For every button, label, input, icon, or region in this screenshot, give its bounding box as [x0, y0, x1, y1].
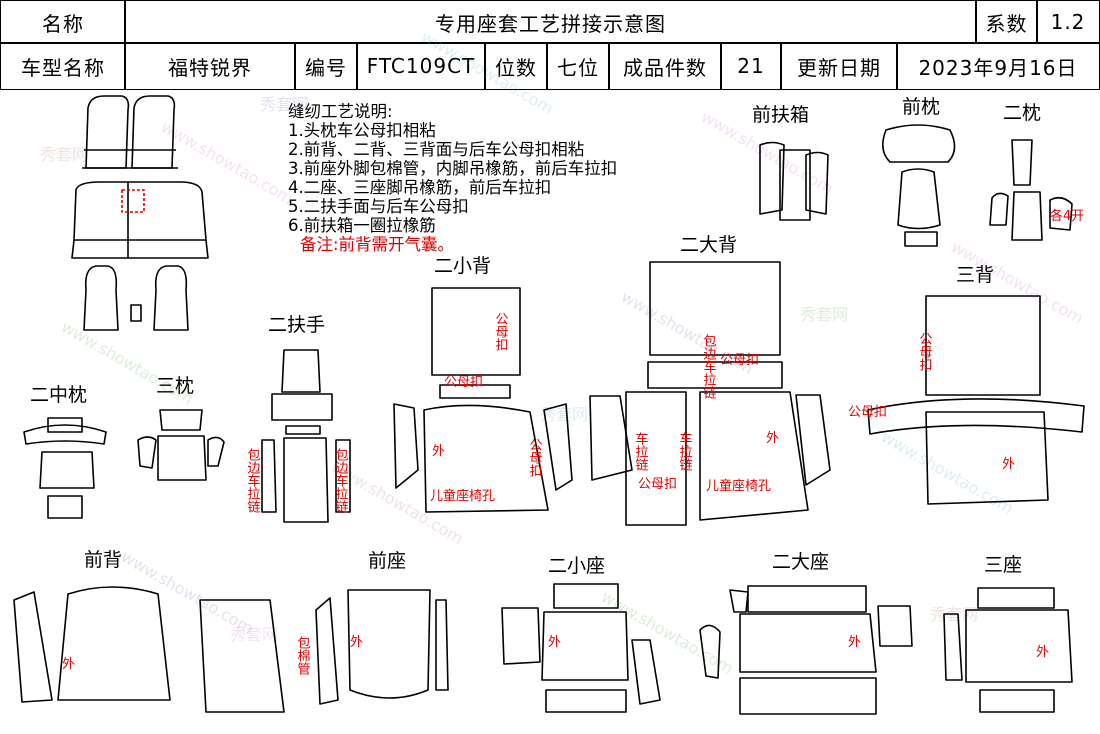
annotation-outer: 外: [1002, 457, 1015, 472]
page-title: 专用座套工艺拼接示意图: [124, 0, 977, 44]
label-third-seat: 三座: [984, 554, 1022, 576]
label-second-armrest: 二扶手: [268, 314, 325, 336]
annotation-child-seat-hole: 儿童座椅孔: [430, 488, 495, 504]
pieces-label: 成品件数: [608, 42, 722, 90]
front-headrest-pattern: 前枕: [882, 96, 956, 247]
coef-label: 系数: [975, 0, 1038, 44]
sewing-instructions: 缝纫工艺说明: 1.头枕车公母扣相粘 2.前背、二背、三背面与后车公母扣相粘 3…: [288, 102, 617, 254]
code-label: 编号: [294, 42, 358, 90]
watermark-text: 秀套网: [260, 95, 308, 114]
annotation-outer: 外: [62, 657, 75, 672]
annotation-clasp: 公母扣: [527, 438, 543, 477]
watermark-text: 秀套网: [230, 625, 278, 644]
watermark-text: www.showtao.com: [878, 427, 1017, 518]
instruction-item: 3.前座外脚包棉管，内脚吊橡筋，前后车拉扣: [288, 159, 618, 178]
watermark-text: 秀套网: [800, 305, 848, 324]
annotation-open4: 各4开: [1050, 208, 1084, 224]
annotation-outer: 外: [350, 635, 363, 650]
third-seat-pattern: 三座 外: [943, 554, 1073, 713]
watermark-text: www.showtao.com: [158, 117, 297, 208]
label-second-small-seat: 二小座: [548, 555, 605, 577]
seats-label: 位数: [484, 42, 548, 90]
annotation-wrap-cotton-pipe: 包棉管: [295, 636, 311, 676]
label-front-back: 前背: [84, 549, 122, 571]
watermark-text: 秀套网: [540, 405, 588, 424]
annotation-wrap-edge: 包边车拉链: [245, 448, 261, 514]
header-table: 名称 专用座套工艺拼接示意图 系数 1.2 车型名称 福特锐界 编号 FTC10…: [0, 0, 1100, 90]
second-armrest-pattern: 二扶手 包边车拉链 包边车拉链: [245, 314, 351, 523]
annotation-clasp: 公母扣: [848, 405, 887, 420]
annotation-clasp: 公母扣: [917, 332, 933, 371]
seat-overview: [71, 95, 209, 331]
code-value: FTC109CT: [356, 42, 486, 90]
second-small-seat-pattern: 二小座 外: [501, 555, 661, 713]
name-label: 名称: [0, 0, 126, 44]
annotation-clasp: 公母扣: [720, 353, 759, 368]
front-seat-pattern: 前座 包棉管 外: [295, 550, 449, 705]
annotation-outer: 外: [432, 444, 445, 459]
label-front-headrest: 前枕: [902, 96, 940, 118]
second-middle-headrest-pattern: 二中枕: [23, 384, 107, 519]
annotation-car-zipper: 车拉链: [677, 431, 693, 472]
instruction-item: 5.二扶手面与后车公母扣: [288, 197, 469, 216]
annotation-child-seat-hole: 儿童座椅孔: [706, 478, 771, 494]
annotation-wrap-edge: 包边车拉链: [701, 334, 717, 400]
second-big-seat-pattern: 二大座 外: [699, 551, 913, 715]
label-third-back: 三背: [956, 264, 994, 286]
annotation-outer: 外: [848, 635, 861, 650]
annotation-car-zipper: 车拉链: [633, 431, 649, 472]
annotation-clasp: 公母扣: [444, 375, 483, 390]
date-value: 2023年9月16日: [896, 42, 1100, 90]
label-third-headrest: 三枕: [156, 375, 194, 397]
second-small-back-pattern: 二小背 公母扣 公母扣 外 公母扣 儿童座椅孔: [393, 255, 573, 513]
label-front-seat: 前座: [368, 550, 406, 572]
third-back-pattern: 三背 公母扣 公母扣 外: [848, 264, 1085, 505]
model-value: 福特锐界: [124, 42, 296, 90]
label-second-big-seat: 二大座: [772, 551, 829, 573]
annotation-clasp: 公母扣: [638, 477, 677, 492]
label-front-armbox: 前扶箱: [752, 104, 809, 126]
model-label: 车型名称: [0, 42, 126, 90]
instruction-item: 6.前扶箱一圈拉橡筋: [288, 216, 436, 235]
second-big-back-pattern: 二大背 包边车拉链 公母扣 车拉链 车拉链 外 公母扣 儿童座椅孔: [589, 234, 831, 526]
instructions-title: 缝纫工艺说明:: [288, 102, 393, 121]
label-second-small-back: 二小背: [434, 255, 491, 277]
watermark-text: 秀套网: [40, 145, 88, 164]
instructions-note: 备注:前背需开气囊。: [300, 235, 455, 254]
instruction-item: 4.二座、三座脚吊橡筋，前后车拉扣: [288, 178, 552, 197]
annotation-outer: 外: [766, 431, 779, 446]
annotation-outer: 外: [1036, 645, 1049, 660]
label-second-middle-headrest: 二中枕: [30, 384, 87, 406]
front-armbox-pattern: 前扶箱: [752, 104, 829, 221]
annotation-outer: 外: [548, 635, 561, 650]
label-second-big-back: 二大背: [680, 234, 737, 256]
seats-value: 七位: [546, 42, 610, 90]
date-label: 更新日期: [780, 42, 898, 90]
front-back-pattern: 前背 外: [13, 549, 285, 713]
pieces-value: 21: [720, 42, 782, 90]
watermark-text: www.showtao.com: [418, 27, 557, 118]
instruction-item: 1.头枕车公母扣相粘: [288, 121, 436, 140]
annotation-wrap-edge: 包边车拉链: [333, 448, 349, 514]
label-second-headrest: 二枕: [1003, 102, 1041, 124]
instruction-item: 2.前背、二背、三背面与后车公母扣相粘: [288, 140, 585, 159]
second-headrest-pattern: 二枕 各4开: [989, 102, 1084, 241]
annotation-clasp: 公母扣: [493, 312, 509, 351]
third-headrest-pattern: 三枕: [137, 375, 225, 481]
